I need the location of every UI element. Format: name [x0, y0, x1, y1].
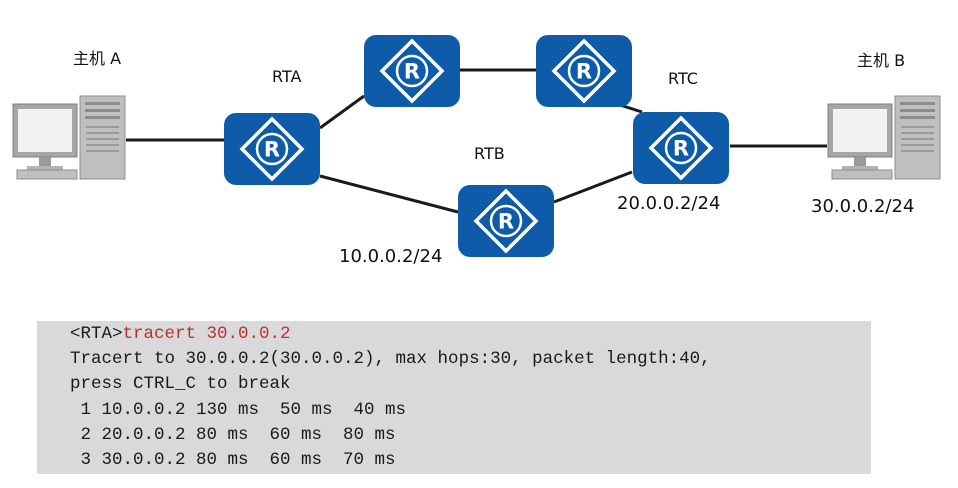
terminal-line: 3 30.0.0.2 80 ms 60 ms 70 ms	[70, 449, 396, 470]
router-rtc-icon	[631, 110, 731, 186]
link-rtb-rtc	[553, 170, 633, 204]
terminal-prompt: <RTA>	[70, 324, 123, 344]
router-top-left-icon	[362, 33, 462, 109]
router-top-right-icon	[534, 33, 634, 109]
router-rta-label: RTA	[272, 67, 301, 86]
terminal-output: <RTA>tracert 30.0.0.2 Tracert to 30.0.0.…	[37, 321, 871, 474]
router-rtb-icon	[456, 183, 556, 259]
router-rtc-label: RTC	[668, 69, 698, 88]
network-topology-diagram: R	[12, 33, 941, 267]
terminal-command: tracert 30.0.0.2	[122, 324, 291, 344]
host-a-label: 主机 A	[73, 49, 121, 68]
terminal-line: press CTRL_C to break	[70, 374, 291, 395]
host-a-computer-icon	[12, 95, 126, 180]
rtc-interface-ip: 20.0.0.2/24	[617, 193, 720, 214]
link-rta-rtb	[319, 174, 459, 214]
router-rta-icon	[222, 111, 322, 187]
terminal-command-line: <RTA>tracert 30.0.0.2	[70, 322, 871, 347]
terminal-line: Tracert to 30.0.0.2(30.0.0.2), max hops:…	[70, 349, 711, 370]
links	[126, 68, 827, 214]
host-b-label: 主机 B	[857, 51, 905, 70]
host-b-computer-icon	[827, 95, 941, 180]
host-b-ip: 30.0.0.2/24	[811, 196, 914, 217]
link-rta-topleft	[319, 94, 365, 130]
router-rtb-label: RTB	[474, 144, 505, 163]
terminal-line: 1 10.0.0.2 130 ms 50 ms 40 ms	[70, 399, 407, 420]
rtb-interface-ip: 10.0.0.2/24	[339, 246, 442, 267]
terminal-line: 2 20.0.0.2 80 ms 60 ms 80 ms	[70, 424, 396, 445]
